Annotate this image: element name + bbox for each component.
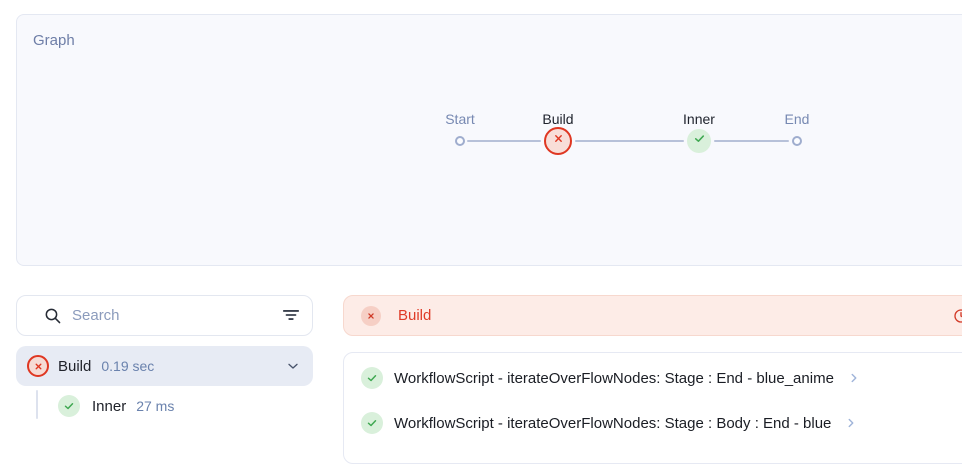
- chevron-right-icon: [844, 416, 858, 430]
- step-row[interactable]: WorkflowScript - iterateOverFlowNodes: S…: [361, 411, 858, 435]
- sidebar-item-build[interactable]: Build 0.19 sec: [16, 346, 313, 386]
- clock-icon[interactable]: [953, 308, 962, 324]
- search-box: [16, 295, 313, 336]
- node-label-inner: Inner: [683, 111, 715, 127]
- node-end[interactable]: [792, 136, 802, 146]
- search-icon: [44, 307, 62, 325]
- node-start[interactable]: [455, 136, 465, 146]
- success-icon: [58, 395, 80, 417]
- node-inner[interactable]: [687, 129, 711, 153]
- step-label: WorkflowScript - iterateOverFlowNodes: S…: [394, 369, 834, 387]
- chevron-down-icon[interactable]: [285, 358, 301, 374]
- error-icon: [27, 355, 49, 377]
- node-label-start: Start: [445, 111, 475, 127]
- filter-icon: [282, 306, 300, 327]
- node-label-end: End: [784, 111, 810, 127]
- success-icon: [361, 412, 383, 434]
- graph-panel: Graph Start Build Inner End: [16, 14, 962, 266]
- filter-button[interactable]: [281, 306, 301, 326]
- chevron-right-icon: [847, 371, 861, 385]
- step-label: WorkflowScript - iterateOverFlowNodes: S…: [394, 414, 832, 432]
- node-label-build: Build: [542, 111, 574, 127]
- error-x-icon: [552, 132, 565, 150]
- graph-panel-title: Graph: [33, 32, 75, 49]
- sidebar-item-inner[interactable]: Inner 27 ms: [58, 395, 174, 417]
- search-input[interactable]: [72, 297, 267, 334]
- edge-start-build: [467, 140, 541, 142]
- stage-duration: 0.19 sec: [101, 358, 155, 374]
- substep-label: Inner: [92, 397, 127, 415]
- detail-steps-card: WorkflowScript - iterateOverFlowNodes: S…: [343, 352, 962, 464]
- detail-header-build[interactable]: Build: [343, 295, 962, 336]
- step-row[interactable]: WorkflowScript - iterateOverFlowNodes: S…: [361, 366, 861, 390]
- tree-indent-line: [36, 390, 38, 419]
- stage-label: Build: [58, 357, 92, 375]
- substep-duration: 27 ms: [136, 398, 175, 414]
- success-icon: [361, 367, 383, 389]
- node-build[interactable]: [544, 127, 572, 155]
- detail-header-label: Build: [398, 307, 432, 324]
- edge-inner-end: [714, 140, 789, 142]
- error-icon: [361, 305, 381, 326]
- success-check-icon: [693, 132, 706, 150]
- edge-build-inner: [575, 140, 684, 142]
